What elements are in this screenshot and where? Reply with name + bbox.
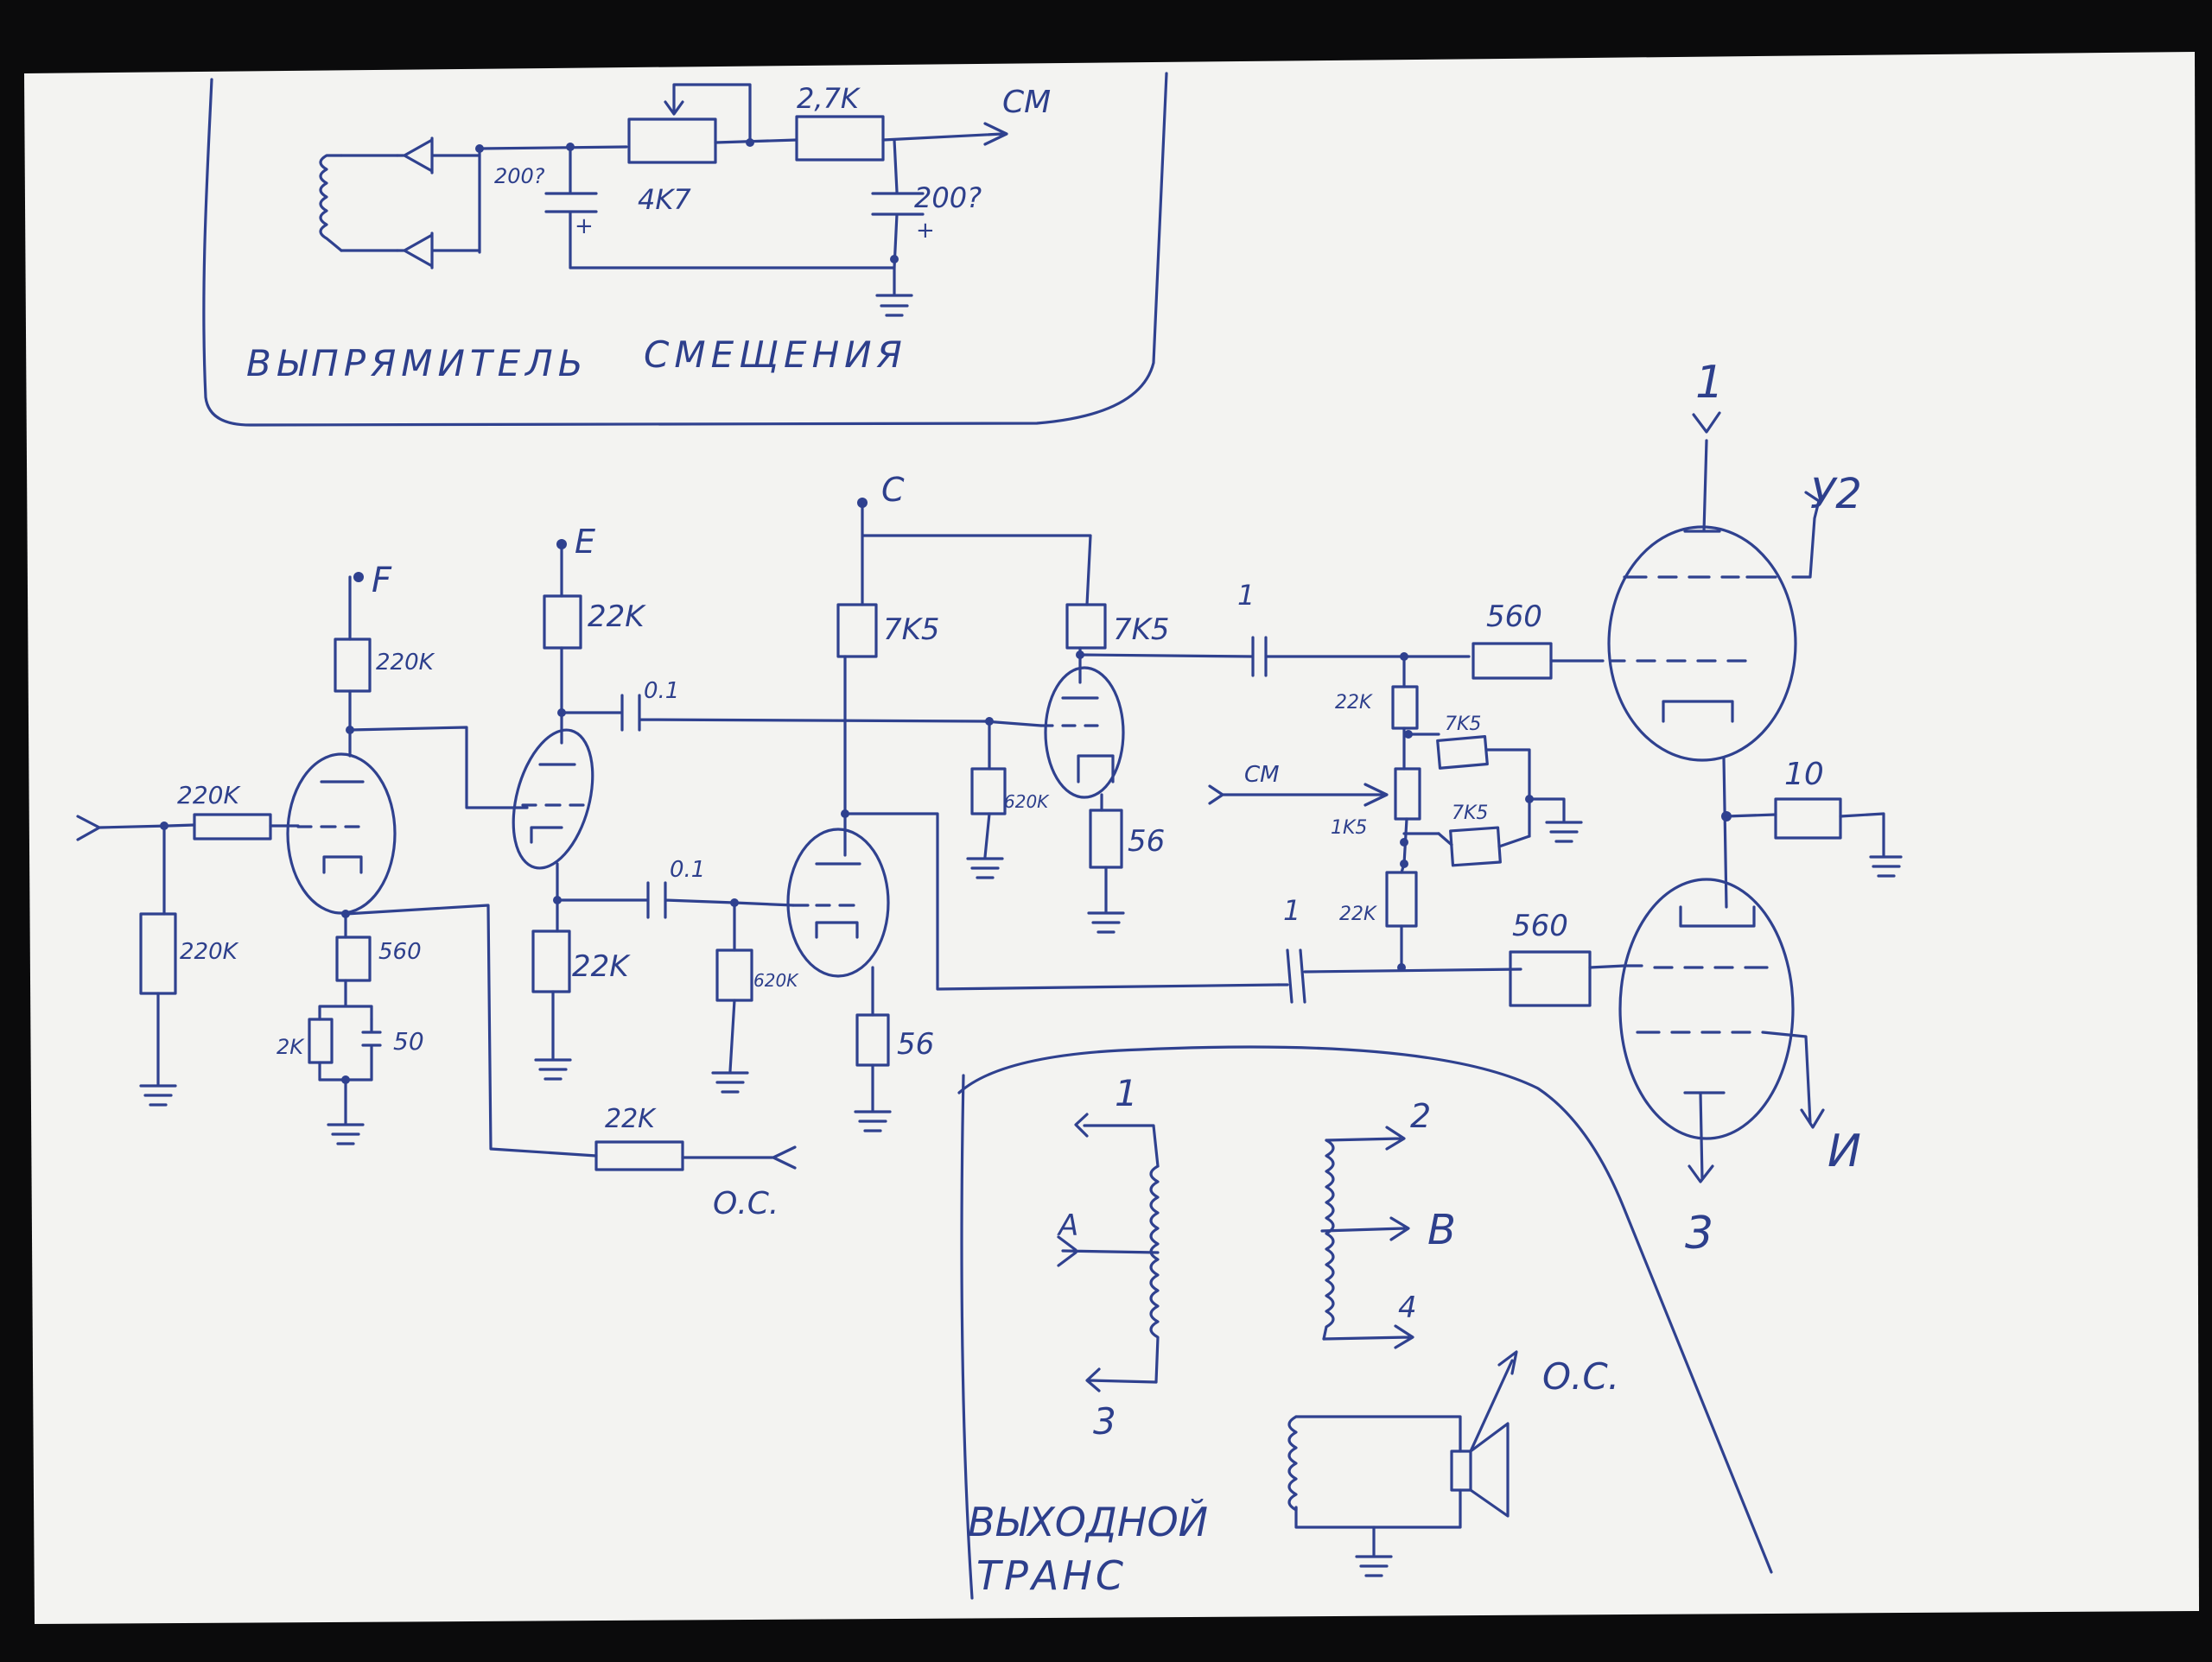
- xf-4-label: 4: [1398, 1291, 1417, 1325]
- rect-title2: СМЕЩЕНИЯ: [644, 333, 907, 376]
- c-k1-label: 50: [393, 1027, 424, 1056]
- c-01a-label: 0.1: [644, 678, 679, 704]
- r-c2-label: 7K5: [1113, 612, 1170, 647]
- xf-3-label: 3: [1093, 1400, 1116, 1443]
- xf-b-label: B: [1427, 1206, 1456, 1254]
- node-y2: У2: [1810, 470, 1862, 518]
- r-k3-label: 56: [1128, 824, 1165, 859]
- node-f: F: [372, 561, 392, 600]
- r-7k5b-label: 7K5: [1452, 802, 1488, 824]
- tube-v2: [512, 728, 594, 870]
- r-560b-label: 560: [1512, 909, 1568, 943]
- r-g4-label: 620K: [1004, 791, 1050, 812]
- paper-sheet: [24, 52, 2199, 1624]
- r-1k5-label: 1K5: [1331, 817, 1367, 839]
- r-560a-label: 560: [1486, 599, 1542, 634]
- r-k4-label: 56: [897, 1027, 934, 1062]
- r-fb-label: 22K: [605, 1104, 657, 1134]
- r-e-label: 22K: [588, 599, 646, 634]
- r-10-label: 10: [1784, 757, 1824, 792]
- amplifier-section: 220K 220K F 220K 560 2K 50 22K О.С.: [76, 357, 1903, 1259]
- r-k1-label: 560: [378, 939, 422, 965]
- rect-title1: ВЫПРЯМИТЕЛЬ: [246, 342, 588, 384]
- tube-v3: [786, 828, 890, 978]
- node-i: И: [1827, 1126, 1861, 1177]
- c-01b-label: 0.1: [670, 857, 705, 883]
- r-c1-label: 7K5: [883, 612, 940, 647]
- cm-in-label: CM: [1244, 762, 1280, 788]
- r-g3-label: 620K: [753, 970, 799, 991]
- r-e2-label: 22K: [572, 949, 631, 984]
- c2-label: 1: [1283, 894, 1300, 927]
- r-22b-label: 22K: [1339, 904, 1377, 925]
- r-k1b-label: 2K: [276, 1035, 305, 1059]
- rect-plus1: +: [575, 213, 594, 239]
- rect-plus2: +: [916, 218, 935, 244]
- output-tube-upper: [1607, 525, 1797, 762]
- node-e: E: [575, 523, 595, 561]
- r-f-label: 220K: [376, 650, 435, 676]
- tube-v4: [1044, 666, 1125, 799]
- r-gnd-label: 220K: [180, 939, 239, 965]
- rect-pot-label: 4K7: [638, 183, 691, 216]
- rect-cap1-label: 200?: [494, 164, 545, 188]
- xf-a-label: A: [1057, 1208, 1078, 1243]
- xf-os-label: О.С.: [1542, 1355, 1619, 1398]
- node-os1: О.С.: [713, 1186, 779, 1221]
- node-3: 3: [1685, 1208, 1713, 1259]
- output-transformer-section: 1 A 3 2 B 4 О.С. ВЫХОДНОЙ ТРАНС: [957, 1045, 1773, 1600]
- c1-label: 1: [1237, 579, 1255, 612]
- node-1: 1: [1695, 357, 1724, 409]
- r-7k5a-label: 7K5: [1445, 714, 1481, 735]
- r-in-label: 220K: [177, 781, 241, 809]
- bias-rectifier-section: 200? + 4K7 2,7K CM 200? + ВЫПРЯМИТЕЛЬ СМ…: [202, 72, 1168, 427]
- r-22a-label: 22K: [1335, 692, 1373, 714]
- rect-cap2-label: 200?: [914, 181, 982, 214]
- xf-title1: ВЫХОДНОЙ: [968, 1499, 1208, 1545]
- xf-2-label: 2: [1410, 1097, 1431, 1135]
- output-tube-lower: [1618, 878, 1795, 1140]
- rect-res-label: 2,7K: [797, 82, 861, 115]
- rect-out-label: CM: [1002, 85, 1051, 120]
- tube-v1: [286, 752, 397, 915]
- xf-1-label: 1: [1115, 1072, 1138, 1114]
- node-c: C: [881, 471, 905, 509]
- xf-title2: ТРАНС: [976, 1552, 1127, 1599]
